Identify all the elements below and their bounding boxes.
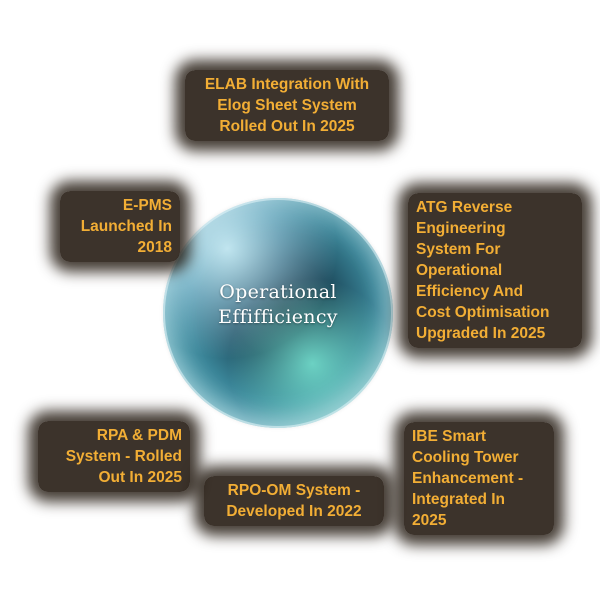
- label-line: System - Rolled: [65, 448, 182, 465]
- label-line: Engineering: [416, 220, 506, 237]
- label-ibe-smart-cooling-tower: IBE Smart Cooling Tower Enhancement - In…: [404, 422, 554, 535]
- connector-dot-top: [274, 142, 282, 150]
- label-rpo-om-system: RPO-OM System - Developed In 2022: [204, 476, 384, 526]
- center-orb: [163, 198, 393, 428]
- label-line: RPO-OM System -: [227, 482, 361, 499]
- connector-right-bottom: [351, 376, 397, 430]
- connector-left-bottom: [183, 376, 207, 430]
- label-line: RPA & PDM: [96, 427, 182, 444]
- label-line: Elog Sheet System: [217, 97, 357, 114]
- label-line: Launched In: [80, 218, 172, 235]
- label-line: 2018: [137, 239, 172, 256]
- label-elab-integration: ELAB Integration With Elog Sheet System …: [185, 70, 389, 141]
- center-title-line-2: Effifficiency: [218, 306, 338, 328]
- label-line: ATG Reverse: [416, 199, 513, 216]
- label-line: Rolled Out In 2025: [219, 118, 355, 135]
- label-line: Out In 2025: [98, 469, 182, 486]
- label-line: Efficiency And: [416, 283, 524, 300]
- label-atg-reverse-engineering: ATG Reverse Engineering System For Opera…: [408, 193, 582, 348]
- label-line: Integrated In: [412, 491, 506, 508]
- label-line: Enhancement -: [412, 470, 524, 487]
- connector-dot-bottom: [276, 459, 284, 467]
- connector-dot-right-top: [395, 219, 403, 227]
- label-line: System For: [416, 241, 501, 258]
- label-line: E-PMS: [122, 197, 172, 214]
- connector-dot-right-bottom: [393, 425, 401, 433]
- label-line: Developed In 2022: [226, 503, 362, 520]
- label-line: Cooling Tower: [412, 449, 519, 466]
- label-line: 2025: [412, 512, 447, 529]
- label-line: Upgraded In 2025: [416, 325, 546, 342]
- label-line: ELAB Integration With: [204, 76, 370, 93]
- label-rpa-pdm-system: RPA & PDM System - Rolled Out In 2025: [38, 421, 190, 492]
- label-e-pms: E-PMS Launched In 2018: [60, 191, 180, 262]
- label-line: IBE Smart: [412, 428, 487, 445]
- center-title: Operational Effifficiency: [178, 280, 378, 330]
- center-title-line-1: Operational: [219, 281, 337, 303]
- label-line: Operational: [416, 262, 503, 279]
- label-line: Cost Optimisation: [416, 304, 550, 321]
